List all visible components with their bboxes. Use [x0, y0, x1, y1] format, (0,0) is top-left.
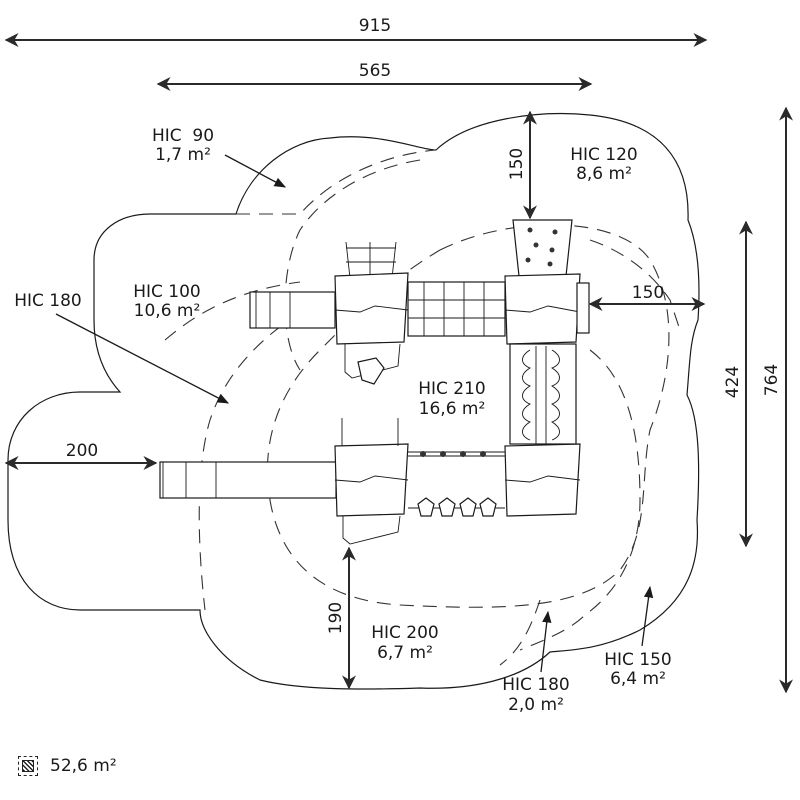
- step-rail-upper: [344, 343, 401, 379]
- climbing-wall: [512, 219, 573, 277]
- hic-180-upper-left-boundary: [164, 281, 301, 341]
- pointer-hic-180-bottom: [540, 610, 552, 673]
- svg-text:HIC 150: HIC 150: [604, 650, 672, 670]
- zone-label-hic-180-bottom: HIC 180 2,0 m²: [502, 675, 570, 715]
- dim-915-label: 915: [359, 16, 391, 36]
- step-seat: [357, 357, 385, 385]
- svg-text:HIC 180: HIC 180: [14, 291, 82, 311]
- tower-bottom-left: [334, 418, 409, 517]
- svg-text:6,4 m²: 6,4 m²: [610, 669, 666, 689]
- hic-180-bottom-boundary: [499, 599, 541, 666]
- svg-text:HIC 180: HIC 180: [502, 675, 570, 695]
- slide-upper: [249, 291, 336, 329]
- zone-label-hic-200: HIC 200 6,7 m²: [371, 623, 439, 663]
- dim-top-150-label: 150: [507, 148, 527, 180]
- dim-right-150-label: 150: [632, 283, 664, 303]
- dim-424-label: 424: [723, 366, 743, 398]
- stepping-pods: [408, 497, 505, 517]
- dim-565-label: 565: [359, 61, 391, 81]
- svg-text:8,6 m²: 8,6 m²: [576, 164, 632, 184]
- svg-text:HIC 120: HIC 120: [570, 145, 638, 165]
- dim-left-200-label: 200: [66, 441, 98, 461]
- zone-label-hic-90: HIC 90 1,7 m²: [152, 126, 214, 165]
- svg-text:6,7 m²: 6,7 m²: [377, 643, 433, 663]
- tower-top-left: [334, 272, 409, 345]
- step-rail-lower: [342, 515, 401, 545]
- svg-text:10,6 m²: 10,6 m²: [134, 301, 201, 321]
- svg-text:2,0 m²: 2,0 m²: [508, 695, 564, 715]
- dim-764-label: 764: [762, 364, 782, 396]
- dim-bottom-190-label: 190: [326, 602, 346, 634]
- legend-total-area: 52,6 m²: [50, 756, 117, 776]
- slide-lower: [159, 461, 337, 499]
- pointer-hic-180-left: [55, 313, 230, 404]
- svg-text:HIC 90: HIC 90: [152, 126, 214, 146]
- svg-text:HIC 100: HIC 100: [133, 282, 201, 302]
- pointer-hic-90: [224, 154, 287, 188]
- hic-90-boundary: [236, 149, 437, 215]
- hic-180-left-boundary: [198, 289, 341, 611]
- tower-bottom-right: [504, 443, 581, 517]
- zone-label-hic-150: HIC 150 6,4 m²: [604, 650, 672, 689]
- hatched-dashed-square-icon: [18, 756, 38, 776]
- svg-text:HIC 200: HIC 200: [371, 623, 439, 643]
- hic-100-boundary: [284, 159, 421, 371]
- zone-label-hic-120: HIC 120 8,6 m²: [570, 145, 638, 184]
- pointer-hic-150: [641, 585, 654, 647]
- coil-climber: [509, 343, 577, 445]
- legend: 52,6 m²: [18, 756, 117, 776]
- outer-safety-boundary: [7, 113, 700, 690]
- tower-top-right: [504, 273, 590, 345]
- net-bridge: [407, 281, 506, 337]
- zone-label-hic-100: HIC 100 10,6 m²: [133, 282, 201, 321]
- svg-text:16,6 m²: 16,6 m²: [419, 399, 486, 419]
- beam-bridge: [408, 451, 505, 457]
- svg-text:1,7 m²: 1,7 m²: [155, 145, 211, 165]
- net-ladder-top: [345, 241, 397, 279]
- svg-text:HIC 210: HIC 210: [418, 379, 486, 399]
- zone-label-hic-210: HIC 210 16,6 m²: [418, 379, 486, 419]
- zone-label-hic-180-left: HIC 180: [14, 291, 82, 311]
